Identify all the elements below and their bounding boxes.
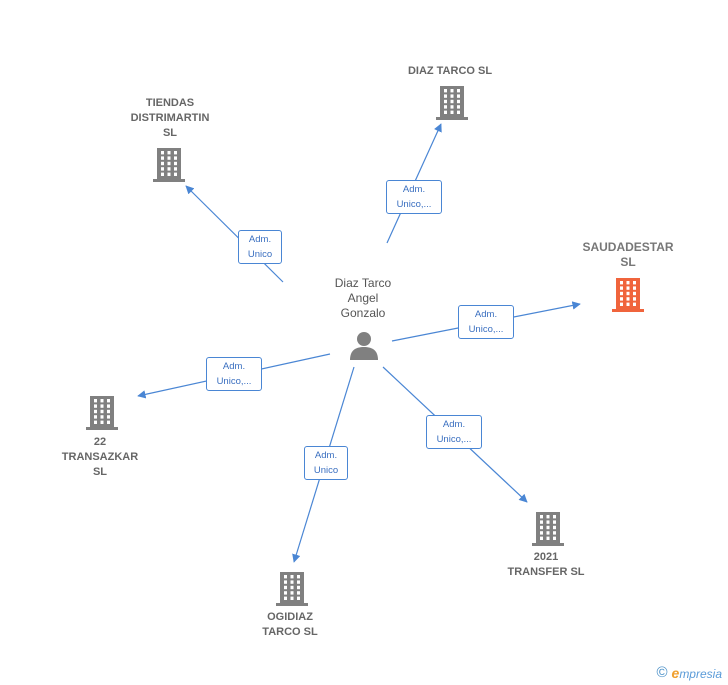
- footer-brand: © empresia: [656, 664, 722, 681]
- brand-logo: empresia: [671, 664, 722, 681]
- building-icon[interactable]: [532, 512, 564, 546]
- company-label-saudadestar[interactable]: SAUDADESTAR SL: [582, 240, 674, 269]
- edge-label-saudadestar[interactable]: Adm. Unico,...: [458, 305, 514, 339]
- copyright-symbol: ©: [656, 664, 668, 681]
- company-label-transfer[interactable]: 2021 TRANSFER SL: [507, 551, 585, 578]
- person-icon[interactable]: [348, 330, 380, 360]
- building-icon[interactable]: [276, 572, 308, 606]
- edge-label-transfer[interactable]: Adm. Unico,...: [426, 415, 482, 449]
- edge-label-ogidiaz[interactable]: Adm. Unico: [304, 446, 348, 480]
- person-label[interactable]: Diaz Tarco Angel Gonzalo: [334, 276, 392, 320]
- edge-label-diaz-tarco[interactable]: Adm. Unico,...: [386, 180, 442, 214]
- company-label-diaz-tarco[interactable]: DIAZ TARCO SL: [407, 65, 493, 77]
- building-icon[interactable]: [86, 396, 118, 430]
- building-icon[interactable]: [153, 148, 185, 182]
- edge-label-tiendas[interactable]: Adm. Unico: [238, 230, 282, 264]
- company-label-tiendas[interactable]: TIENDAS DISTRIMARTIN SL: [130, 97, 210, 139]
- building-icon[interactable]: [612, 278, 644, 312]
- edge-line-tiendas: [185, 185, 284, 283]
- company-label-ogidiaz[interactable]: OGIDIAZ TARCO SL: [262, 611, 318, 638]
- company-label-transazkar[interactable]: 22 TRANSAZKAR SL: [61, 436, 139, 478]
- building-icon[interactable]: [436, 86, 468, 120]
- edge-label-transazkar[interactable]: Adm. Unico,...: [206, 357, 262, 391]
